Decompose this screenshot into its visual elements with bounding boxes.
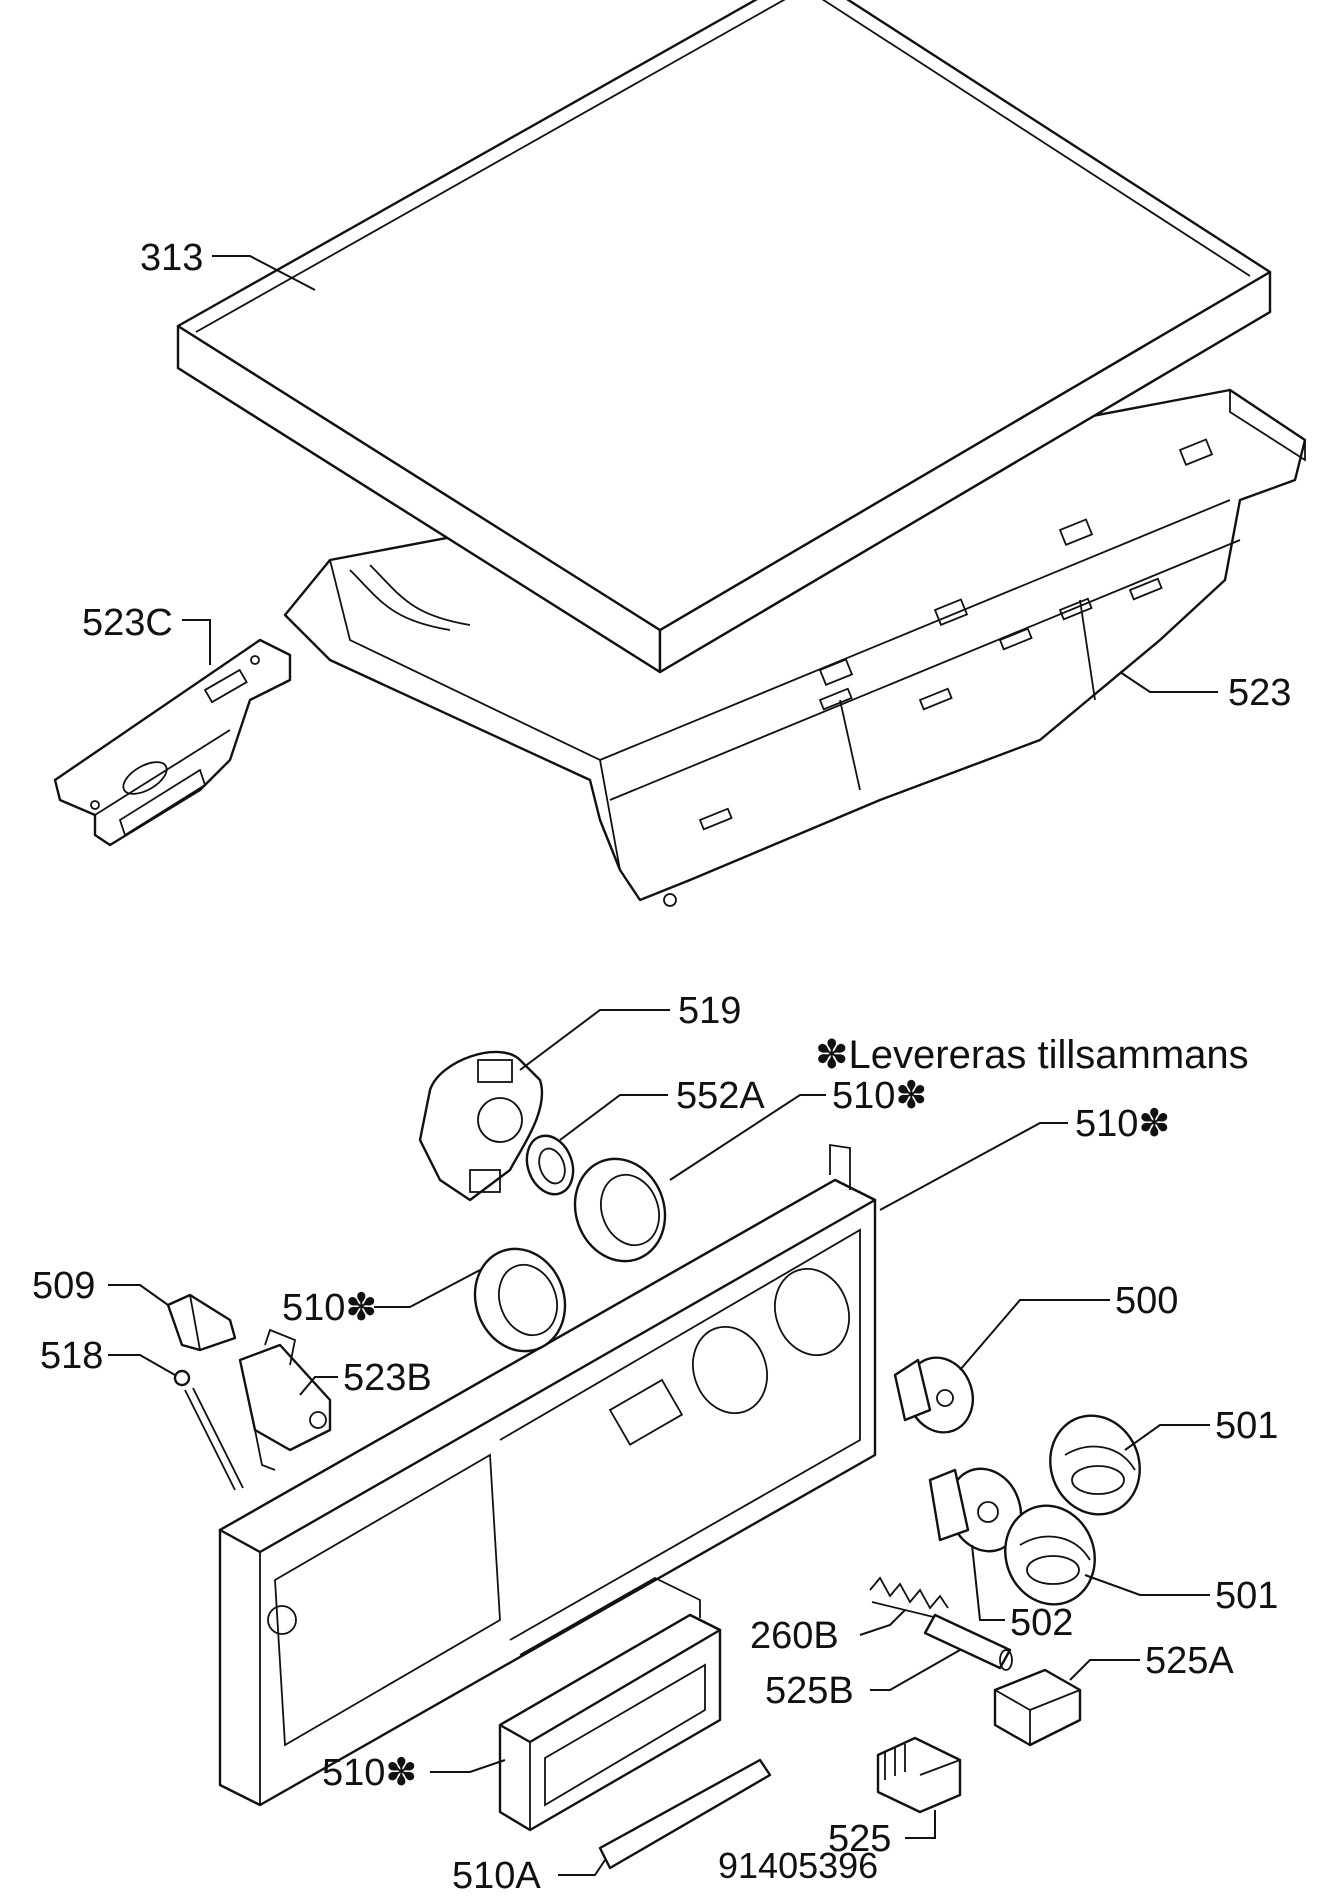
label-260B: 260B bbox=[750, 1615, 839, 1657]
part-510-knob-lower bbox=[473, 1247, 567, 1353]
label-501-upper: 501 bbox=[1215, 1405, 1278, 1447]
delivery-note: ✽Levereras tillsammans bbox=[815, 1033, 1249, 1077]
part-502-switch bbox=[928, 1467, 1023, 1553]
part-510-knob-upper bbox=[573, 1157, 667, 1263]
part-500-switch bbox=[893, 1356, 974, 1434]
part-518-rod bbox=[173, 1369, 244, 1491]
part-labels: 313 523C 523 519 552A 510✽ 510✽ 510✽ 509… bbox=[32, 237, 1291, 1897]
label-501-lower: 501 bbox=[1215, 1575, 1278, 1617]
label-552A: 552A bbox=[676, 1075, 765, 1117]
label-525B: 525B bbox=[765, 1670, 854, 1712]
label-510A: 510A bbox=[452, 1855, 541, 1897]
label-519: 519 bbox=[678, 990, 741, 1032]
part-313-lid bbox=[176, 0, 1272, 674]
label-509: 509 bbox=[32, 1265, 95, 1307]
label-510-panel: 510✽ bbox=[1075, 1103, 1170, 1145]
part-501-knob-lower bbox=[1004, 1504, 1096, 1606]
label-523B: 523B bbox=[343, 1357, 432, 1399]
part-525-switch bbox=[876, 1736, 962, 1814]
label-313: 313 bbox=[140, 237, 203, 279]
label-525: 525 bbox=[828, 1818, 891, 1860]
label-523: 523 bbox=[1228, 672, 1291, 714]
label-510-upper-knob: 510✽ bbox=[832, 1075, 927, 1117]
part-519-bracket bbox=[418, 1050, 544, 1202]
part-501-knob-upper bbox=[1049, 1414, 1141, 1516]
part-525A-cap bbox=[993, 1668, 1082, 1747]
part-510-panel-frame bbox=[218, 1143, 877, 1807]
label-523C: 523C bbox=[82, 602, 173, 644]
label-502: 502 bbox=[1010, 1602, 1073, 1644]
part-260B-spring bbox=[869, 1576, 949, 1621]
part-552A-ring bbox=[525, 1134, 575, 1196]
label-518: 518 bbox=[40, 1335, 103, 1377]
label-510-lower-knob: 510✽ bbox=[282, 1287, 377, 1329]
label-525A: 525A bbox=[1145, 1640, 1234, 1682]
label-510-drawer: 510✽ bbox=[322, 1752, 417, 1794]
part-523-frame bbox=[283, 388, 1307, 907]
part-509-clip bbox=[166, 1293, 237, 1352]
label-500: 500 bbox=[1115, 1280, 1178, 1322]
part-510A-strip bbox=[598, 1758, 772, 1870]
part-525B-pin bbox=[923, 1613, 1013, 1671]
part-523B-hinge bbox=[238, 1328, 332, 1471]
drawing-number: 91405396 bbox=[718, 1845, 878, 1886]
part-510-drawer bbox=[498, 1576, 722, 1832]
leader-lines bbox=[108, 255, 1218, 1876]
part-523C-bracket bbox=[53, 638, 292, 847]
